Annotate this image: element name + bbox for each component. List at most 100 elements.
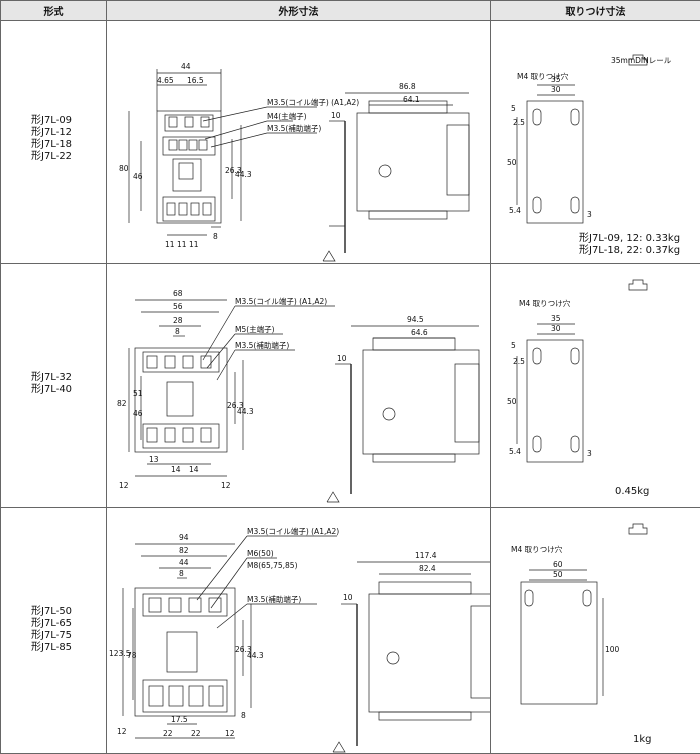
dim-b1: 13 xyxy=(149,455,159,464)
dim-b4: 22 xyxy=(191,729,201,738)
dim-w3: 8 xyxy=(179,569,184,578)
header-outline: 外形寸法 xyxy=(107,1,491,21)
dim-w1: 82 xyxy=(179,546,189,555)
row3-models: 形J7L-50 形J7L-65 形J7L-75 形J7L-85 xyxy=(31,606,72,654)
dim-side-total: 94.5 xyxy=(407,315,424,324)
model-label: 形J7L-85 xyxy=(31,642,72,654)
row3-outline-cell: 94 82 44 8 123.5 78 26.3 44.3 17.5 12 22… xyxy=(107,508,491,754)
dim-h1: 51 xyxy=(133,389,143,398)
dim-w2: 16.5 xyxy=(187,76,204,85)
dim-b3: 22 xyxy=(163,729,173,738)
mount-bottom: 5.4 xyxy=(509,206,521,215)
dim-b2: 12 xyxy=(117,727,127,736)
header-mounting: 取りつけ寸法 xyxy=(491,1,700,21)
mount-top: 5 xyxy=(511,341,516,350)
model-label: 形J7L-75 xyxy=(31,630,72,642)
model-label: 形J7L-40 xyxy=(31,384,72,396)
dim-width: 94 xyxy=(179,533,189,542)
dim-width: 44 xyxy=(181,62,191,71)
dim-w3: 8 xyxy=(175,327,180,336)
row2-mounting-labels: M4 取りつけ穴 35 30 50 5 2.5 5.4 3 0.45kg xyxy=(491,264,700,508)
mount-hole-label: M4 取りつけ穴 xyxy=(511,544,563,554)
model-label: 形J7L-18 xyxy=(31,139,72,151)
dim-b1: 11 xyxy=(165,240,175,249)
model-label: 形J7L-50 xyxy=(31,606,72,618)
mount-right: 3 xyxy=(587,210,592,219)
dim-width: 68 xyxy=(173,289,183,298)
mount-w2: 50 xyxy=(553,570,563,579)
mount-w: 35 xyxy=(551,314,561,323)
dim-rail: 10 xyxy=(343,593,353,602)
row1-mounting-cell: M4 取りつけ穴 35 30 50 5 2.5 5.4 3 35mmDINレール… xyxy=(491,21,700,264)
dim-b2: 14 xyxy=(171,465,181,474)
dim-h1: 78 xyxy=(127,651,137,660)
header-model: 形式 xyxy=(1,1,107,21)
callout-main: M5(主端子) xyxy=(235,324,275,334)
dim-b4: 12 xyxy=(119,481,129,490)
weight-line: 形J7L-09, 12: 0.33kg xyxy=(579,232,680,244)
dim-w1: 4.65 xyxy=(157,76,174,85)
mount-h: 100 xyxy=(605,645,620,654)
dim-h2: 46 xyxy=(133,172,143,181)
dim-b3: 14 xyxy=(189,465,199,474)
weight-line: 1kg xyxy=(633,734,652,745)
dim-height: 80 xyxy=(119,164,129,173)
dim-d2: 44.3 xyxy=(237,407,254,416)
dim-d2: 44.3 xyxy=(247,651,264,660)
dim-b3: 11 xyxy=(189,240,199,249)
mount-left: 2.5 xyxy=(513,118,525,127)
dim-rail: 10 xyxy=(337,354,347,363)
dim-w1: 56 xyxy=(173,302,183,311)
callout-main-65: M8(65,75,85) xyxy=(247,561,298,570)
din-label: 35mmDINレール xyxy=(611,56,672,65)
callout-aux: M3.5(補助端子) xyxy=(267,123,321,133)
dim-side-total: 86.8 xyxy=(399,82,416,91)
mount-w: 60 xyxy=(553,560,563,569)
row3-models-cell: 形J7L-50 形J7L-65 形J7L-75 形J7L-85 xyxy=(1,508,107,754)
row1-models-cell: 形J7L-09 形J7L-12 形J7L-18 形J7L-22 xyxy=(1,21,107,264)
row3-outline-labels: 94 82 44 8 123.5 78 26.3 44.3 17.5 12 22… xyxy=(107,508,491,754)
dim-b1: 17.5 xyxy=(171,715,188,724)
row2-outline-labels: 68 56 28 8 82 51 46 26.3 44.3 13 14 14 1… xyxy=(107,264,491,508)
mount-left: 2.5 xyxy=(513,357,525,366)
callout-coil: M3.5(コイル端子) (A1,A2) xyxy=(267,97,359,107)
callout-main-50: M6(50) xyxy=(247,549,274,558)
row3-mounting-labels: M4 取りつけ穴 60 50 100 1kg xyxy=(491,508,700,754)
row1-models: 形J7L-09 形J7L-12 形J7L-18 形J7L-22 xyxy=(31,115,72,163)
callout-aux: M3.5(補助端子) xyxy=(247,594,301,604)
dim-rail: 10 xyxy=(331,111,341,120)
callout-coil: M3.5(コイル端子) (A1,A2) xyxy=(235,296,327,306)
dim-side-body: 64.1 xyxy=(403,95,420,104)
mount-w2: 30 xyxy=(551,324,561,333)
mount-w: 35 xyxy=(551,75,561,84)
dim-side-total: 117.4 xyxy=(415,551,437,560)
model-label: 形J7L-32 xyxy=(31,372,72,384)
dim-d2: 44.3 xyxy=(235,170,252,179)
row1-mounting-labels: M4 取りつけ穴 35 30 50 5 2.5 5.4 3 35mmDINレール… xyxy=(491,21,700,264)
mount-hole-label: M4 取りつけ穴 xyxy=(519,298,571,308)
row2-outline-cell: 68 56 28 8 82 51 46 26.3 44.3 13 14 14 1… xyxy=(107,264,491,508)
dim-w2: 44 xyxy=(179,558,189,567)
dim-side-body: 82.4 xyxy=(419,564,436,573)
mount-right: 3 xyxy=(587,449,592,458)
weight-line: 形J7L-18, 22: 0.37kg xyxy=(579,244,680,256)
mount-top: 5 xyxy=(511,104,516,113)
dim-h2: 46 xyxy=(133,409,143,418)
dim-b4: 8 xyxy=(213,232,218,241)
mount-w2: 30 xyxy=(551,85,561,94)
row3-mounting-cell: M4 取りつけ穴 60 50 100 1kg xyxy=(491,508,700,754)
dim-b6: 8 xyxy=(241,711,246,720)
callout-aux: M3.5(補助端子) xyxy=(235,340,289,350)
callout-coil: M3.5(コイル端子) (A1,A2) xyxy=(247,526,339,536)
dim-b5: 12 xyxy=(225,729,235,738)
row2-models-cell: 形J7L-32 形J7L-40 xyxy=(1,264,107,508)
dim-b2: 11 xyxy=(177,240,187,249)
mount-hole-label: M4 取りつけ穴 xyxy=(517,71,569,81)
mount-bottom: 5.4 xyxy=(509,447,521,456)
mount-h: 50 xyxy=(507,397,517,406)
callout-main: M4(主端子) xyxy=(267,111,307,121)
mount-h: 50 xyxy=(507,158,517,167)
dim-b5: 12 xyxy=(221,481,231,490)
